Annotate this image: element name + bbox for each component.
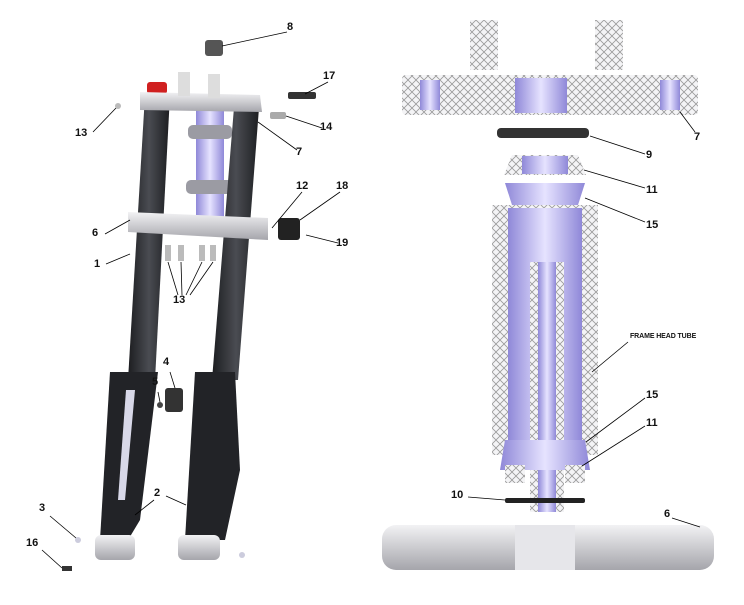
- steering-stem: [196, 95, 224, 225]
- left-leader-lines: [41, 31, 341, 569]
- callout-14: 14: [320, 121, 333, 133]
- seal-9: [497, 128, 589, 138]
- callout-12: 12: [296, 180, 309, 192]
- callout-13-bolts: 13: [173, 294, 186, 306]
- callout-2: 2: [154, 487, 161, 499]
- callout-7: 7: [296, 146, 303, 158]
- callout-15-lower: 15: [646, 389, 659, 401]
- callout-11-upper: 11: [646, 184, 658, 196]
- callout-9: 9: [646, 149, 653, 161]
- callout-16: 16: [26, 537, 39, 549]
- callout-13: 13: [75, 127, 88, 139]
- callout-1: 1: [94, 258, 101, 270]
- callout-5: 5: [152, 376, 159, 388]
- right-lower-leg: [185, 372, 240, 540]
- callout-7-section: 7: [694, 131, 701, 143]
- head-tube-cross-section: [382, 20, 714, 570]
- callout-6: 6: [92, 227, 99, 239]
- callout-6-section: 6: [664, 508, 671, 520]
- callout-8: 8: [287, 21, 294, 33]
- lower-triple-clamp: [128, 212, 268, 240]
- callout-11-lower: 11: [646, 417, 658, 429]
- right-leader-lines: [467, 111, 701, 528]
- callout-17: 17: [323, 70, 336, 82]
- callout-19: 19: [336, 237, 349, 249]
- callout-10: 10: [451, 489, 464, 501]
- fork-exploded-view: [62, 40, 316, 571]
- callout-15-upper: 15: [646, 219, 659, 231]
- upper-triple-clamp: [140, 92, 262, 112]
- callout-3: 3: [39, 502, 46, 514]
- callout-frame-head-tube: FRAME HEAD TUBE: [630, 333, 697, 340]
- callout-18: 18: [336, 180, 349, 192]
- left-fork-tube: [128, 95, 170, 380]
- callout-4: 4: [163, 356, 170, 368]
